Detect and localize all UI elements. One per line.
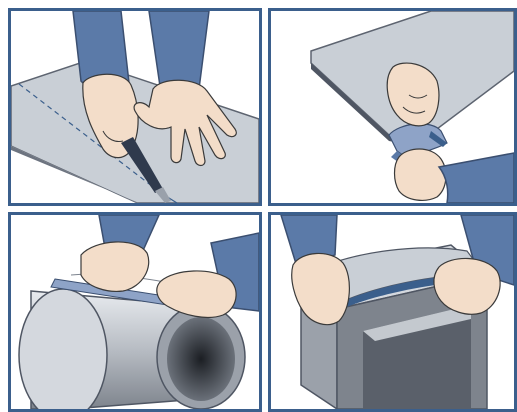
pipe-illustration — [11, 215, 259, 409]
right-sleeve-peel — [439, 153, 514, 203]
panel-wrapping-pipe — [8, 212, 262, 412]
peeling-illustration — [271, 11, 514, 203]
left-hand-pipe — [81, 242, 149, 291]
panel-peeling-backing — [268, 8, 517, 206]
duct-illustration — [271, 215, 514, 409]
panel-cutting-sheet — [8, 8, 262, 206]
panel-wrapping-duct — [268, 212, 517, 412]
bottom-hand — [395, 149, 446, 200]
cutting-illustration — [11, 11, 259, 203]
